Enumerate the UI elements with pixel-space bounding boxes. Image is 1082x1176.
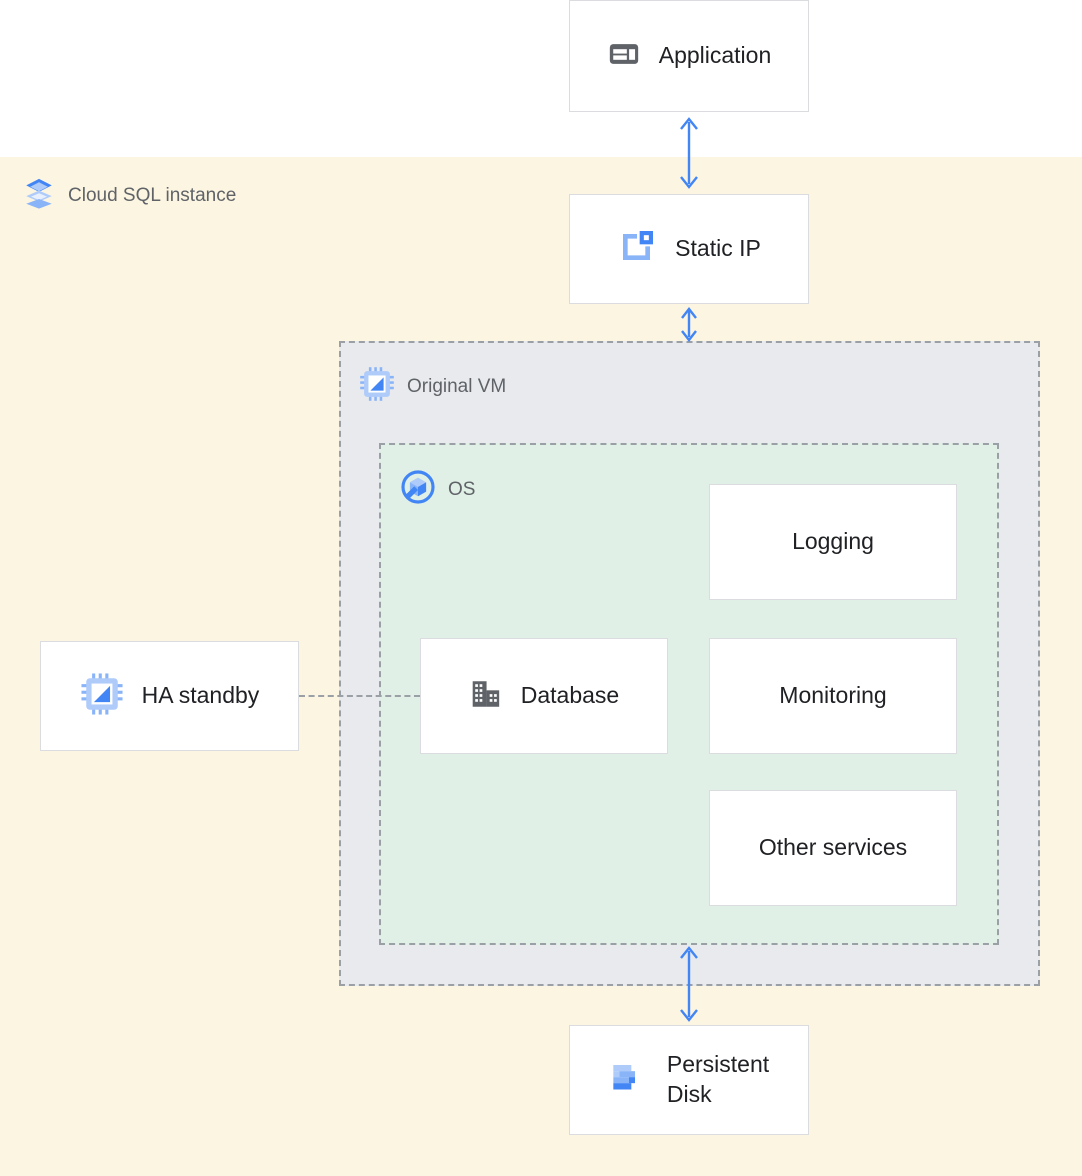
node-static-ip[interactable]: Static IP (569, 194, 809, 304)
connector-vm-to-persistent-disk (673, 941, 705, 1032)
connector-static-ip-to-vm (673, 304, 705, 349)
static-ip-label: Static IP (675, 235, 761, 262)
database-label: Database (520, 682, 620, 709)
node-application[interactable]: Application (569, 0, 809, 112)
node-ha-standby[interactable]: HA standby (40, 641, 299, 751)
os-cube-icon (400, 469, 436, 510)
vm-chip-icon (359, 366, 395, 407)
original-vm-label: Original VM (407, 375, 507, 397)
connector-ha-standby-to-database (299, 695, 420, 697)
application-label: Application (658, 42, 772, 69)
connector-application-to-static-ip (673, 112, 705, 199)
node-database[interactable]: Database (420, 638, 668, 754)
monitoring-label: Monitoring (779, 682, 887, 709)
ha-standby-chip-icon (80, 672, 124, 721)
logging-label: Logging (792, 528, 874, 555)
ha-standby-label: HA standby (141, 682, 260, 709)
node-persistent-disk[interactable]: Persistent Disk (569, 1025, 809, 1135)
node-other-services[interactable]: Other services (709, 790, 957, 906)
other-services-label: Other services (758, 834, 908, 861)
database-building-icon (469, 677, 503, 716)
os-title: OS (400, 469, 475, 510)
static-ip-icon (617, 227, 657, 272)
original-vm-title: Original VM (359, 366, 506, 407)
persistent-disk-label: Persistent Disk (666, 1051, 770, 1107)
persistent-disk-icon (609, 1058, 649, 1103)
cloud-sql-instance-label: Cloud SQL instance (68, 184, 237, 206)
node-logging[interactable]: Logging (709, 484, 957, 600)
application-layout-icon (607, 37, 641, 76)
node-monitoring[interactable]: Monitoring (709, 638, 957, 754)
os-label: OS (448, 478, 476, 500)
cloud-sql-stack-icon (22, 176, 56, 215)
cloud-sql-instance-title: Cloud SQL instance (22, 176, 236, 215)
